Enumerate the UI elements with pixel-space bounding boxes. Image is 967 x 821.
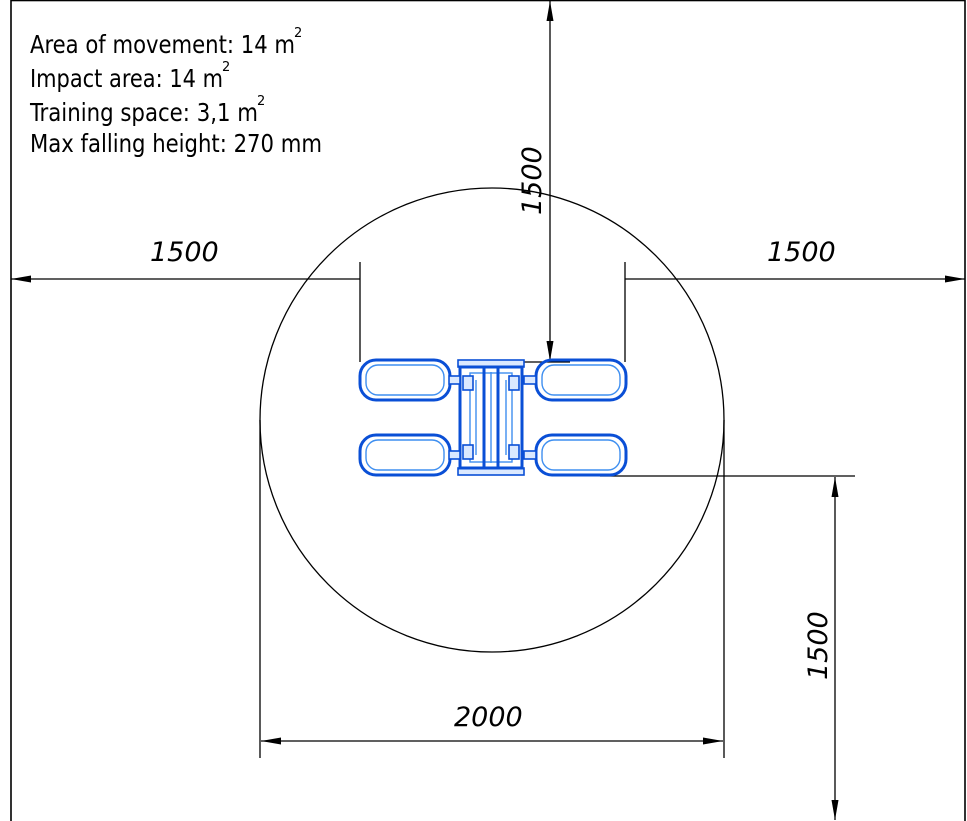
impact-area-text: Impact area: 14 m <box>30 64 223 93</box>
dimension-label-bottom-right: 1500 <box>803 611 834 680</box>
dimension-label-width: 2000 <box>454 702 523 733</box>
training-space-text: Training space: 3,1 m <box>29 98 258 127</box>
seat-pad-top-left <box>358 358 452 402</box>
seat-pad-bottom-right <box>534 433 628 477</box>
central-frame <box>457 359 525 476</box>
seat-arms <box>448 375 537 460</box>
training-space-superscript: 2 <box>257 94 265 109</box>
dimension-label-right: 1500 <box>767 237 836 268</box>
seat-pad-bottom-left <box>358 433 452 477</box>
drawing-frame <box>10 0 966 821</box>
impact-area-superscript: 2 <box>222 60 230 75</box>
equipment-top-view <box>358 358 628 477</box>
safety-zone-circle <box>259 187 725 653</box>
dimension-label-left: 1500 <box>150 237 219 268</box>
area-of-movement-text: Area of movement: 14 m <box>30 30 295 59</box>
area-of-movement-superscript: 2 <box>294 26 302 41</box>
max-falling-height-text: Max falling height: 270 mm <box>30 129 322 158</box>
dimension-label-top: 1500 <box>517 146 548 215</box>
info-block: Area of movement: 14 m 2 Impact area: 14… <box>29 26 322 158</box>
seat-pad-top-right <box>534 358 628 402</box>
